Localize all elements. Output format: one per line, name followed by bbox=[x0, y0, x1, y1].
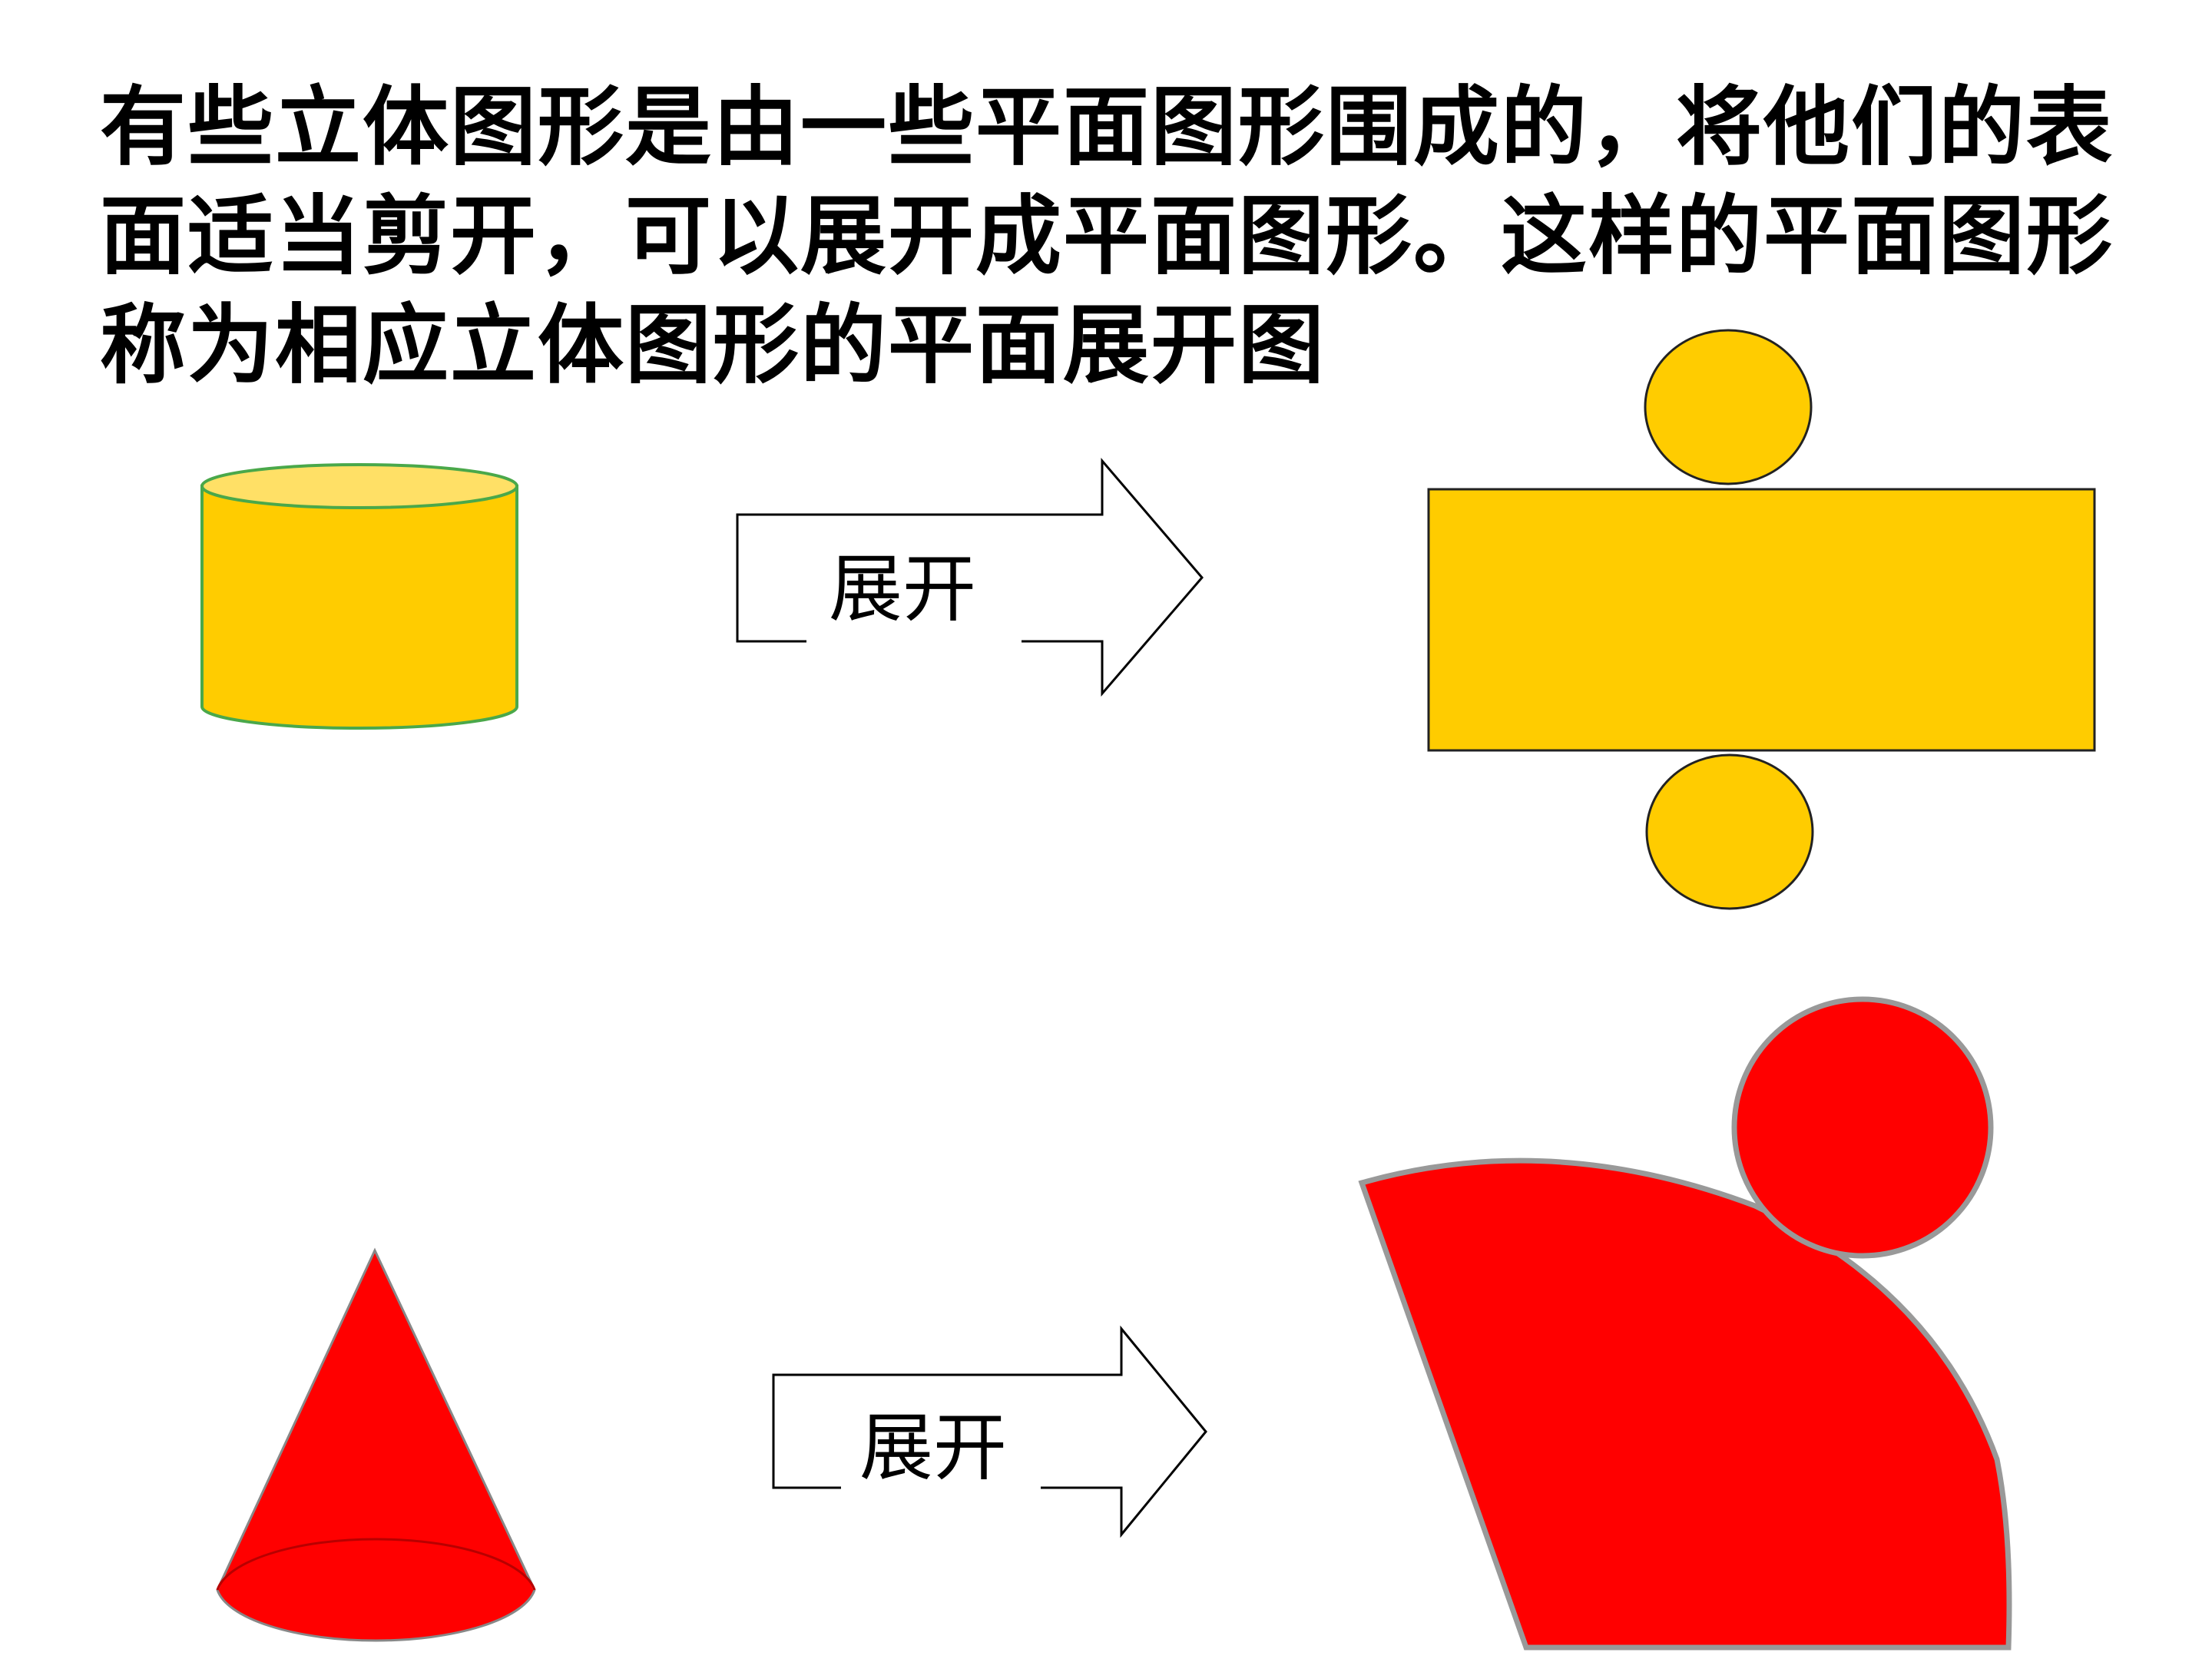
title-line-1: 有些立体图形是由一些平面图形围成的，将他们的表 bbox=[100, 78, 2114, 177]
arrow-label-1: 展开 bbox=[829, 546, 976, 632]
net-base-circle bbox=[1731, 996, 1994, 1259]
net-sector bbox=[1358, 1157, 2012, 1651]
cylinder-solid bbox=[200, 463, 518, 730]
arrow-outline-1 bbox=[736, 457, 1204, 697]
title-line-3: 称为相应立体图形的平面展开图 bbox=[100, 296, 1326, 396]
cone-solid bbox=[216, 1247, 536, 1642]
net-lateral-rectangle bbox=[1427, 488, 2096, 752]
expand-arrow-1: 展开 bbox=[736, 457, 1204, 697]
slide-title: 有些立体图形是由一些平面图形围成的，将他们的表 面适当剪开，可以展开成平面图形。… bbox=[100, 73, 2158, 400]
cone-base-edge bbox=[216, 1538, 536, 1591]
net-bottom-circle bbox=[1645, 753, 1814, 910]
net-top-circle bbox=[1644, 329, 1813, 485]
cylinder-body bbox=[200, 485, 518, 730]
title-line-2: 面适当剪开，可以展开成平面图形。这样的平面图形 bbox=[100, 187, 2114, 286]
arrow-outline-2 bbox=[772, 1325, 1207, 1538]
cylinder-top-face bbox=[200, 463, 518, 509]
cylinder-net bbox=[1427, 329, 2096, 910]
cone-net bbox=[1358, 996, 2012, 1651]
expand-arrow-2: 展开 bbox=[772, 1325, 1207, 1538]
cone-body bbox=[216, 1247, 536, 1642]
arrow-label-2: 展开 bbox=[859, 1405, 1007, 1491]
